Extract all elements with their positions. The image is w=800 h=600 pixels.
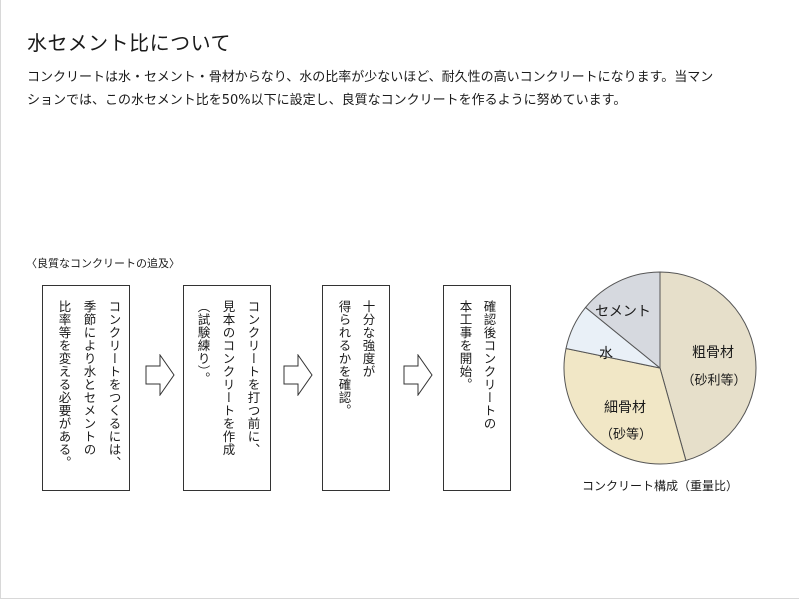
slice-label-fine-aggregate: 細骨材 (604, 400, 646, 416)
pie-caption: コンクリート構成（重量比） (582, 479, 739, 493)
step-3-line-2: 得られるかを確認。 (336, 300, 352, 417)
pie-slice-cement (584, 271, 661, 370)
intro-line-1: コンクリートは水・セメント・骨材からなり、水の比率が少ないほど、耐久性の高いコン… (27, 70, 714, 85)
step-2-line-1: コンクリートを打つ前に、 (245, 300, 261, 456)
step-box-1: コンクリートをつくるには、 季節により水とセメントの 比率等を変える必要がある。 (42, 285, 130, 491)
pie-chart-svg (563, 271, 757, 465)
step-2-line-2: 見本のコンクリートを作成 (220, 300, 236, 456)
step-1-line-3: 比率等を変える必要がある。 (56, 300, 72, 469)
slice-sublabel-fine-aggregate: （砂等） (599, 427, 653, 443)
step-4-line-2: 本工事を開始。 (457, 300, 473, 391)
arrow-right-icon (283, 354, 313, 396)
arrow-right-icon (403, 354, 433, 396)
slice-sublabel-coarse-aggregate: （砂利等） (681, 373, 747, 389)
pie-slice-fine-aggregate (563, 347, 687, 465)
step-box-2: コンクリートを打つ前に、 見本のコンクリートを作成 （試験練り）。 (183, 285, 271, 491)
step-4-line-1: 確認後コンクリートの (481, 300, 497, 430)
arrow-right-icon (145, 354, 175, 396)
step-1-line-2: 季節により水とセメントの (81, 300, 97, 456)
slice-label-water: 水 (599, 346, 613, 362)
step-box-3: 十分な強度が 得られるかを確認。 (322, 285, 390, 491)
step-1-line-1: コンクリートをつくるには、 (106, 300, 122, 469)
pie-chart: 粗骨材 （砂利等） 細骨材 （砂等） 水 セメント (560, 268, 760, 468)
step-box-4: 確認後コンクリートの 本工事を開始。 (443, 285, 511, 491)
page-title: 水セメント比について (27, 31, 231, 55)
intro-paragraph: コンクリートは水・セメント・骨材からなり、水の比率が少ないほど、耐久性の高いコン… (27, 66, 777, 112)
section-label: 〈良質なコンクリートの追及〉 (26, 257, 180, 270)
step-3-line-1: 十分な強度が (360, 300, 376, 378)
step-2-line-3: （試験練り）。 (195, 300, 211, 385)
pie-slice-coarse-aggregate (659, 271, 757, 462)
intro-line-2: ションでは、この水セメント比を50%以下に設定し、良質なコンクリートを作るように… (27, 93, 627, 108)
slice-label-coarse-aggregate: 粗骨材 (692, 345, 734, 361)
slice-label-cement: セメント (595, 304, 651, 320)
